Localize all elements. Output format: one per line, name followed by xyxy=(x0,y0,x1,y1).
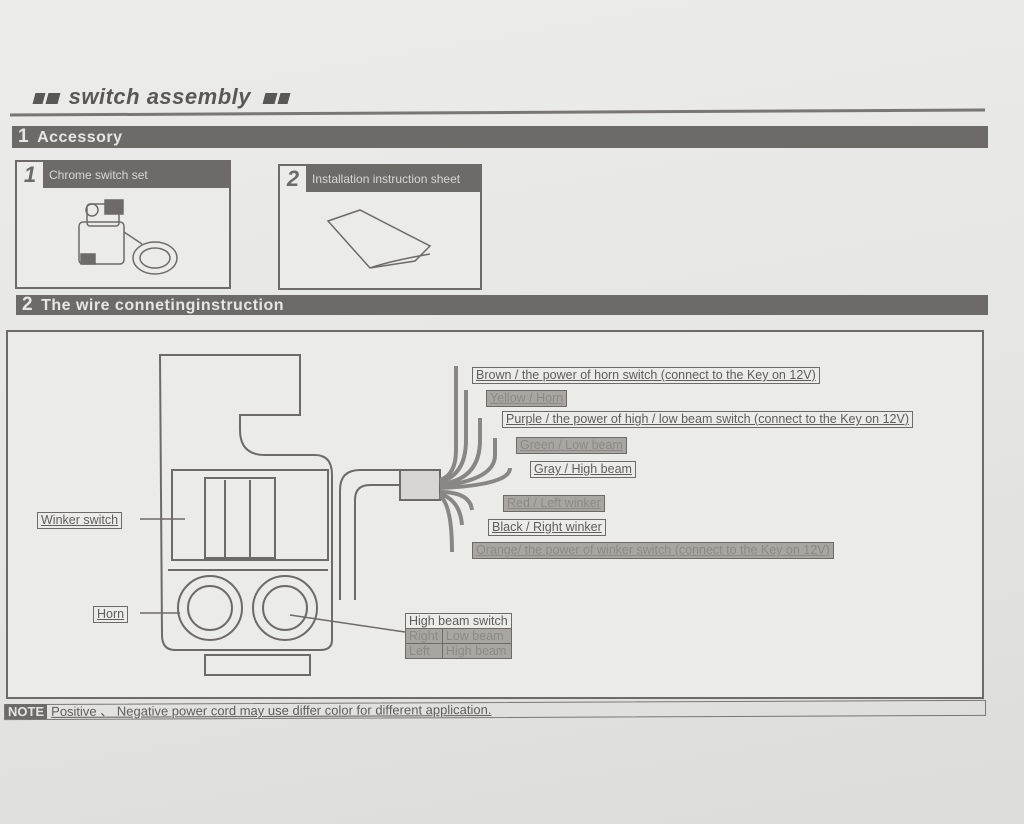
horn-label: Horn xyxy=(93,606,129,623)
switch-set-illustration xyxy=(78,199,178,275)
wire-label-black: Black / Right winker xyxy=(488,519,606,536)
table-header: High beam switch xyxy=(405,613,512,629)
wire-label-green: Green / Low beam xyxy=(516,437,627,454)
winker-housing xyxy=(171,469,329,561)
wire-label-gray: Gray / High beam xyxy=(530,461,636,478)
switch-body-outline xyxy=(158,354,333,651)
winker-switch-label: Winker switch xyxy=(37,512,123,529)
title-decoration xyxy=(32,93,46,104)
document-title: switch assembly xyxy=(32,84,292,110)
wiring-diagram xyxy=(140,354,512,676)
note-text: Positive 、 Negative power cord may use d… xyxy=(51,702,492,719)
wire-harness xyxy=(438,366,512,553)
beam-button xyxy=(252,575,318,641)
wire-label-orange: Orange/ the power of winker switch (conn… xyxy=(472,542,834,559)
winker-switch xyxy=(204,477,276,559)
note-tag: NOTE xyxy=(4,703,48,720)
instruction-sheet-illustration xyxy=(326,209,432,269)
horn-button xyxy=(177,575,243,641)
wire-label-purple: Purple / the power of high / low beam sw… xyxy=(502,411,913,428)
wire-label-red: Red / Left winker xyxy=(503,495,605,512)
wire-label-brown: Brown / the power of horn switch (connec… xyxy=(472,367,820,384)
wire-label-yellow: Yellow / Horn xyxy=(486,390,568,407)
